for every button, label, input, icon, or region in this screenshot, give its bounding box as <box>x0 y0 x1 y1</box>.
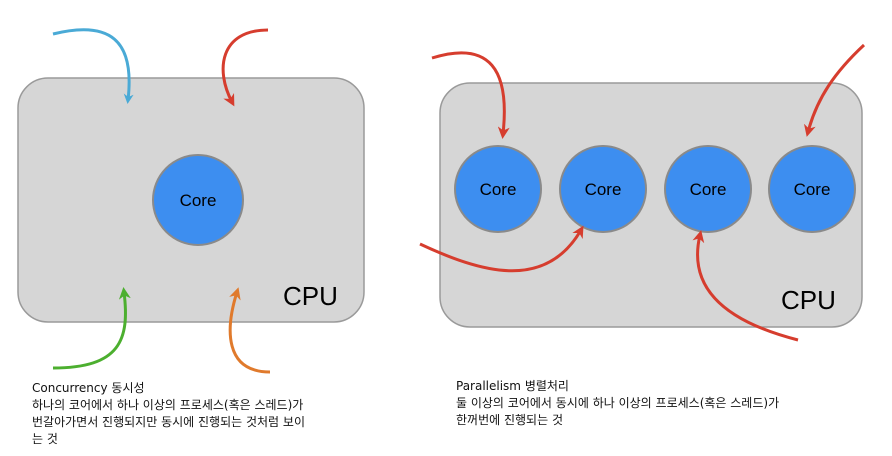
caption-title: Concurrency 동시성 <box>32 381 145 395</box>
caption-line: 는 것 <box>32 432 58 446</box>
core-label-3: Core <box>690 180 727 199</box>
caption-title: Parallelism 병렬처리 <box>456 379 569 393</box>
caption-line: 번갈아가면서 진행되지만 동시에 진행되는 것처럼 보이 <box>32 415 305 429</box>
core-circle-1 <box>454 145 542 233</box>
cpu-box-right <box>439 82 863 328</box>
caption-line: 한꺼번에 진행되는 것 <box>456 413 563 427</box>
arrow-red-core2 <box>419 225 584 273</box>
caption-line: 하나의 코어에서 하나 이상의 프로세스(혹은 스레드)가 <box>32 398 304 412</box>
core-circle-4 <box>768 145 856 233</box>
arrow-red-left <box>221 28 269 107</box>
cpu-label-left: CPU <box>283 281 338 311</box>
concurrency-caption: Concurrency 동시성 하나의 코어에서 하나 이상의 프로세스(혹은 … <box>32 380 305 448</box>
arrow-blue <box>52 28 134 104</box>
parallelism-caption: Parallelism 병렬처리 둘 이상의 코어에서 동시에 하나 이상의 프… <box>456 378 779 429</box>
core-label-4: Core <box>794 180 831 199</box>
arrow-red-core4 <box>803 43 866 137</box>
core-label-2: Core <box>585 180 622 199</box>
core-label-left: Core <box>180 191 217 210</box>
core-circle-2 <box>559 145 647 233</box>
arrow-red-core1 <box>431 51 510 139</box>
core-circle-3 <box>664 145 752 233</box>
core-label-1: Core <box>480 180 517 199</box>
cpu-label-right: CPU <box>781 285 836 315</box>
arrow-green <box>52 287 131 370</box>
core-circle-left <box>152 154 244 246</box>
arrow-red-core3 <box>692 230 799 342</box>
caption-line: 둘 이상의 코어에서 동시에 하나 이상의 프로세스(혹은 스레드)가 <box>456 396 780 410</box>
arrow-orange <box>228 287 271 374</box>
